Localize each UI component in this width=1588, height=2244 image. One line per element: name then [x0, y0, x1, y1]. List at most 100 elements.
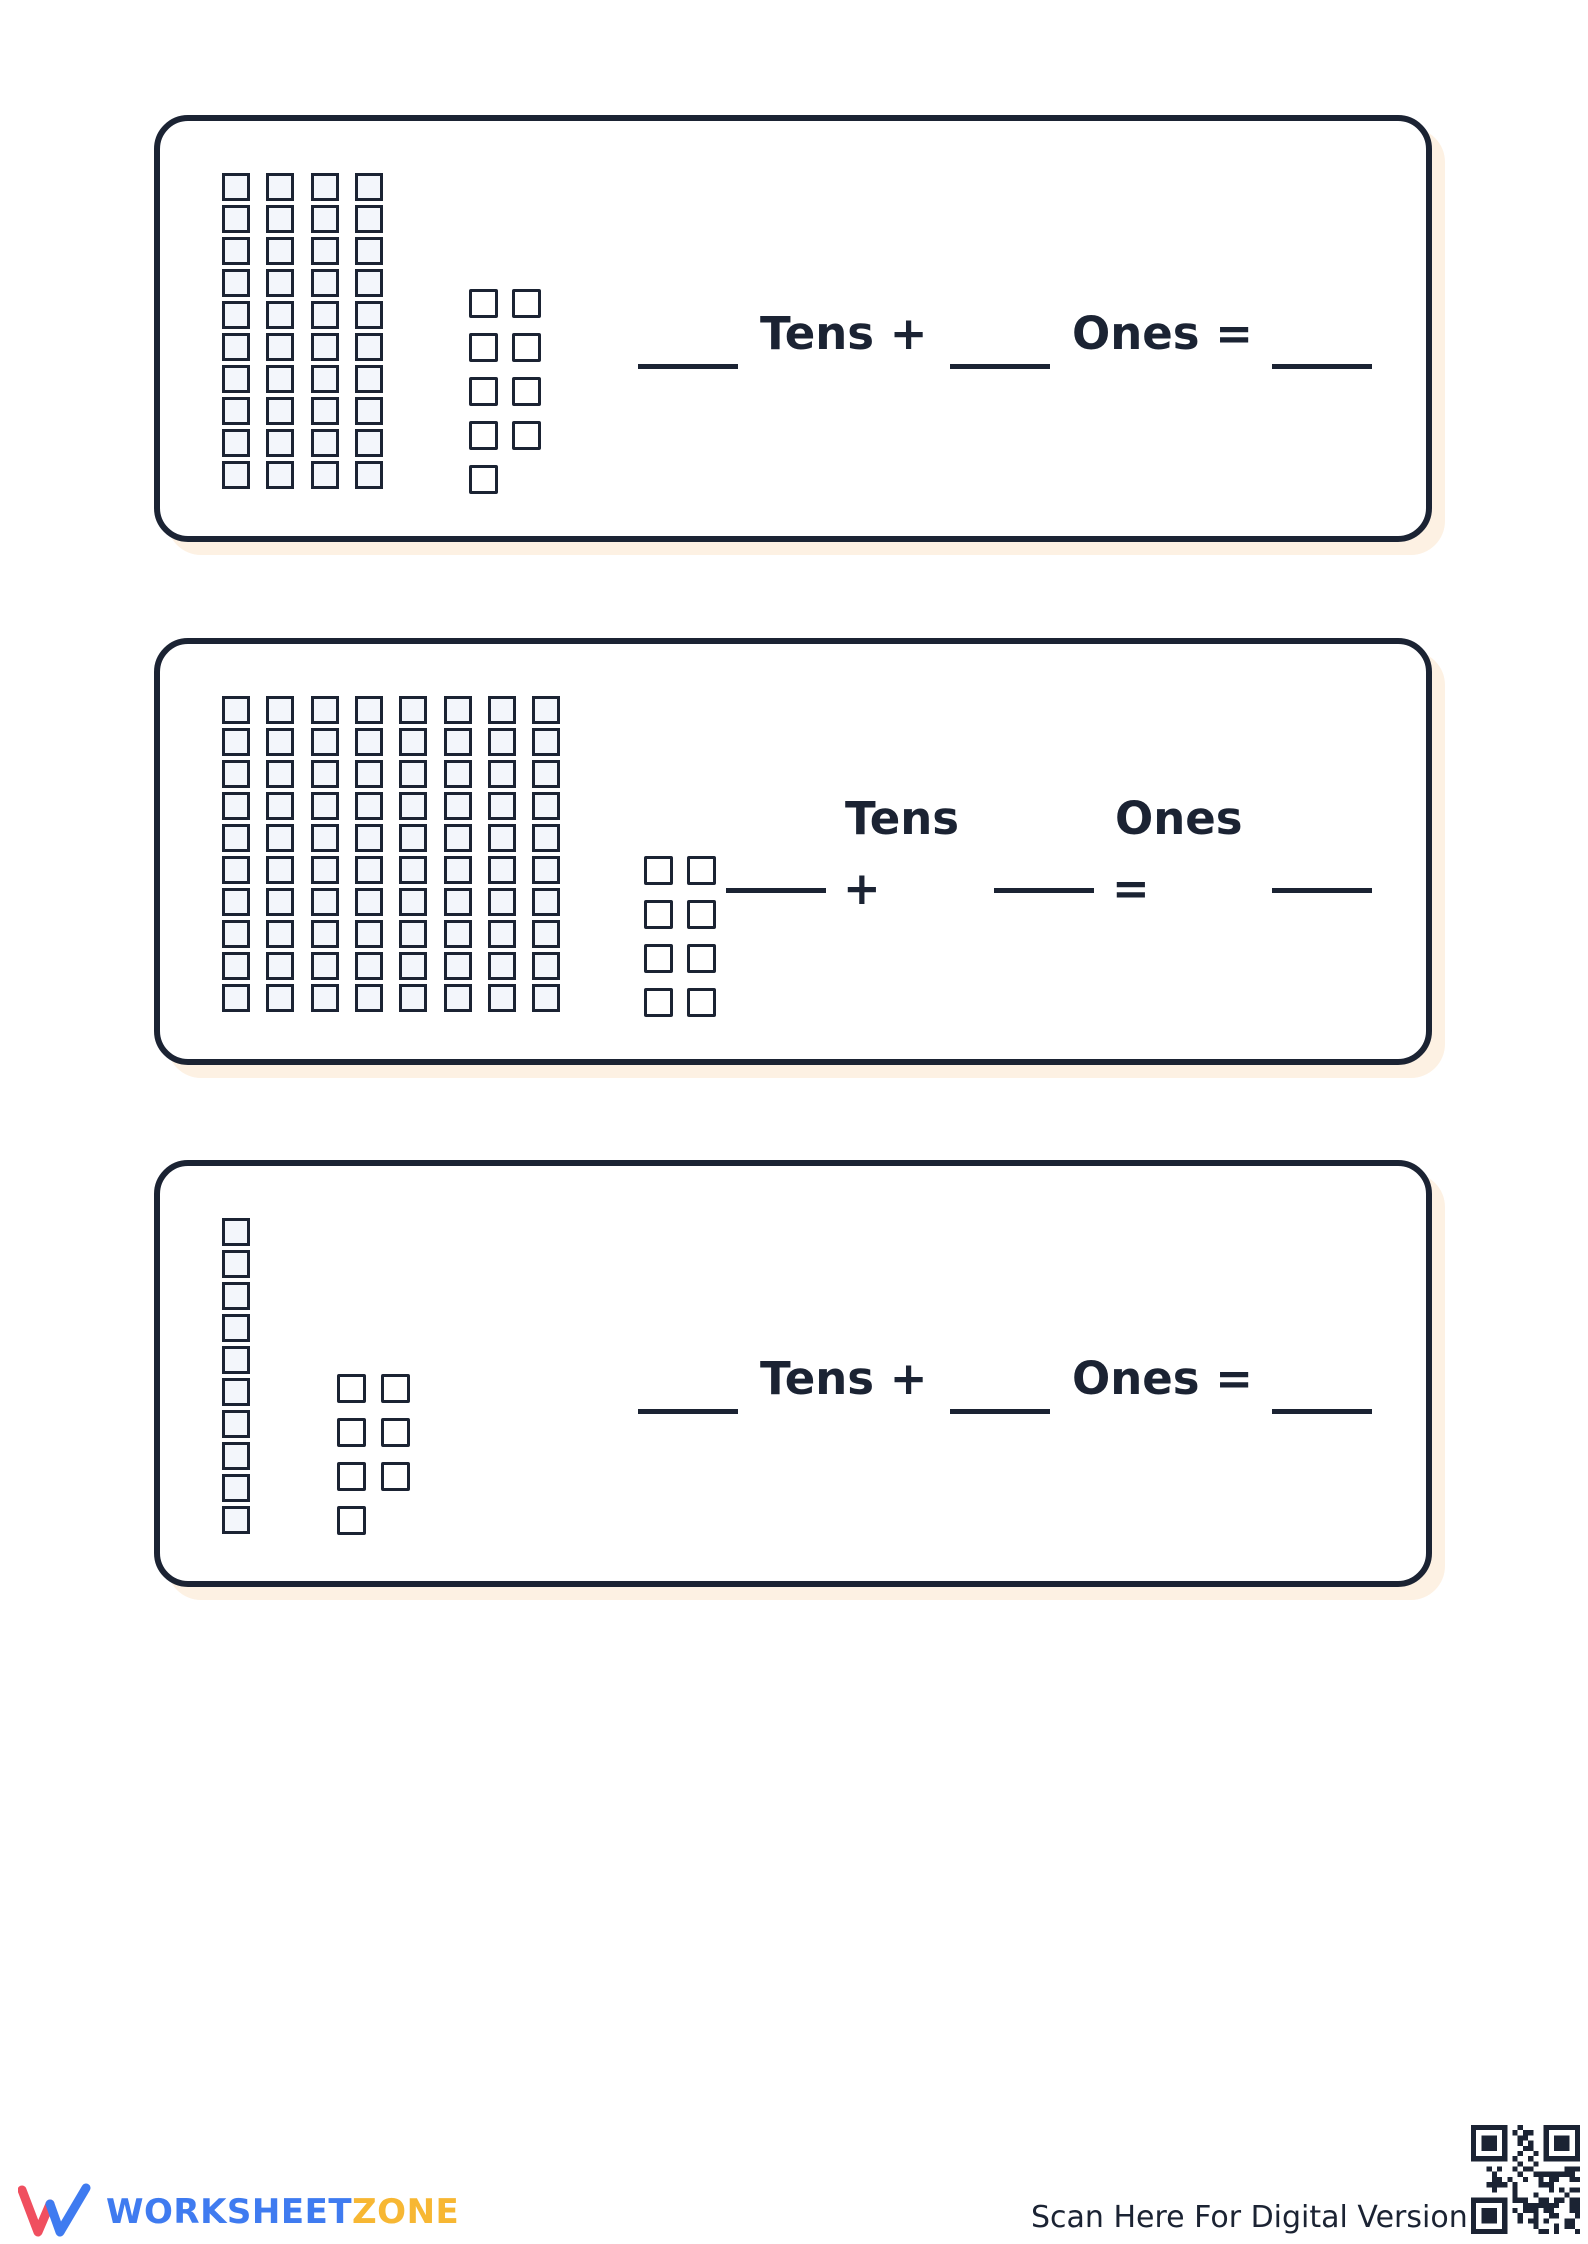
- qr-module: [1574, 2156, 1580, 2162]
- ones-answer-blank[interactable]: [950, 364, 1050, 369]
- qr-module: [1512, 2182, 1518, 2188]
- rod-unit: [310, 173, 339, 201]
- qr-module: [1528, 2140, 1534, 2146]
- qr-module: [1569, 2171, 1575, 2177]
- rod-unit: [266, 173, 295, 201]
- total-answer-blank[interactable]: [1272, 1409, 1372, 1414]
- rod-unit: [310, 888, 339, 916]
- qr-module: [1543, 2130, 1549, 2136]
- qr-module: [1471, 2202, 1477, 2209]
- qr-module: [1512, 2197, 1518, 2203]
- ones-cube: [381, 1418, 410, 1447]
- rod-unit: [399, 984, 428, 1012]
- scan-instruction: Scan Here For Digital Version: [1031, 2200, 1468, 2235]
- qr-module: [1554, 2228, 1560, 2234]
- qr-module: [1533, 2202, 1539, 2209]
- rod-unit: [310, 461, 339, 489]
- rod-unit: [399, 760, 428, 788]
- qr-module: [1486, 2166, 1492, 2172]
- tens-label: Tens: [845, 792, 960, 845]
- rod-unit: [310, 760, 339, 788]
- rod-unit: [222, 173, 250, 201]
- qr-module: [1476, 2197, 1482, 2203]
- rod-unit: [222, 984, 250, 1012]
- rod-unit: [487, 728, 516, 756]
- qr-module: [1502, 2197, 1508, 2203]
- qr-module: [1491, 2171, 1497, 2177]
- qr-module: [1548, 2171, 1555, 2177]
- rod-unit: [222, 1442, 250, 1470]
- tens-answer-blank[interactable]: [726, 888, 826, 893]
- qr-module: [1569, 2125, 1575, 2131]
- qr-module: [1533, 2150, 1539, 2157]
- qr-module: [1486, 2213, 1492, 2219]
- qr-module: [1543, 2156, 1549, 2162]
- qr-module: [1517, 2197, 1523, 2203]
- qr-module: [1538, 2202, 1544, 2209]
- rod-unit: [310, 696, 339, 724]
- qr-module: [1533, 2161, 1539, 2167]
- rod-unit: [310, 952, 339, 980]
- ones-answer-blank[interactable]: [950, 1409, 1050, 1414]
- total-answer-blank[interactable]: [1272, 888, 1372, 893]
- rod-unit: [310, 301, 339, 329]
- qr-module: [1491, 2135, 1497, 2141]
- qr-module: [1496, 2166, 1503, 2172]
- qr-module: [1502, 2125, 1508, 2131]
- ones-cube: [512, 289, 541, 318]
- qr-module: [1522, 2135, 1529, 2141]
- qr-module: [1538, 2171, 1544, 2177]
- qr-module: [1564, 2140, 1570, 2146]
- qr-module: [1574, 2187, 1580, 2193]
- qr-module: [1543, 2135, 1549, 2141]
- qr-module: [1522, 2166, 1529, 2172]
- rod-unit: [532, 792, 561, 820]
- rod-unit: [354, 301, 383, 329]
- ones-label: Ones =: [1072, 1352, 1253, 1405]
- qr-module: [1569, 2208, 1575, 2214]
- ones-cube: [687, 944, 716, 973]
- ones-cube: [337, 1374, 366, 1403]
- tens-rod: [222, 696, 250, 1016]
- tens-answer-blank[interactable]: [638, 1409, 738, 1414]
- qr-module: [1491, 2125, 1497, 2131]
- rod-unit: [222, 461, 250, 489]
- qr-module: [1528, 2130, 1534, 2136]
- rod-unit: [222, 1282, 250, 1310]
- qr-module: [1502, 2182, 1508, 2188]
- qr-module: [1496, 2228, 1503, 2234]
- rod-unit: [310, 397, 339, 425]
- qr-module: [1569, 2202, 1575, 2209]
- qr-module: [1522, 2130, 1529, 2136]
- tens-rod: [222, 1218, 250, 1538]
- rod-unit: [487, 696, 516, 724]
- total-answer-blank[interactable]: [1272, 364, 1372, 369]
- tens-rod: [532, 696, 561, 1016]
- qr-module: [1512, 2187, 1518, 2193]
- qr-module: [1548, 2125, 1555, 2131]
- ones-cube: [687, 900, 716, 929]
- rod-unit: [399, 696, 428, 724]
- rod-unit: [399, 952, 428, 980]
- qr-module: [1481, 2208, 1487, 2214]
- rod-unit: [310, 984, 339, 1012]
- rod-unit: [354, 397, 383, 425]
- qr-module: [1528, 2202, 1534, 2209]
- qr-module: [1502, 2150, 1508, 2157]
- tens-answer-blank[interactable]: [638, 364, 738, 369]
- rod-unit: [222, 824, 250, 852]
- qr-module: [1491, 2228, 1497, 2234]
- qr-module: [1517, 2150, 1523, 2157]
- ones-answer-blank[interactable]: [994, 888, 1094, 893]
- rod-unit: [354, 760, 383, 788]
- qr-module: [1507, 2176, 1513, 2183]
- ones-cube: [469, 377, 498, 406]
- ones-cube: [644, 900, 673, 929]
- rod-unit: [532, 984, 561, 1012]
- qr-code-icon[interactable]: [1471, 2125, 1580, 2234]
- tens-rod: [399, 696, 428, 1016]
- rod-unit: [487, 792, 516, 820]
- rod-unit: [222, 1218, 250, 1246]
- qr-module: [1559, 2156, 1565, 2162]
- rod-unit: [354, 696, 383, 724]
